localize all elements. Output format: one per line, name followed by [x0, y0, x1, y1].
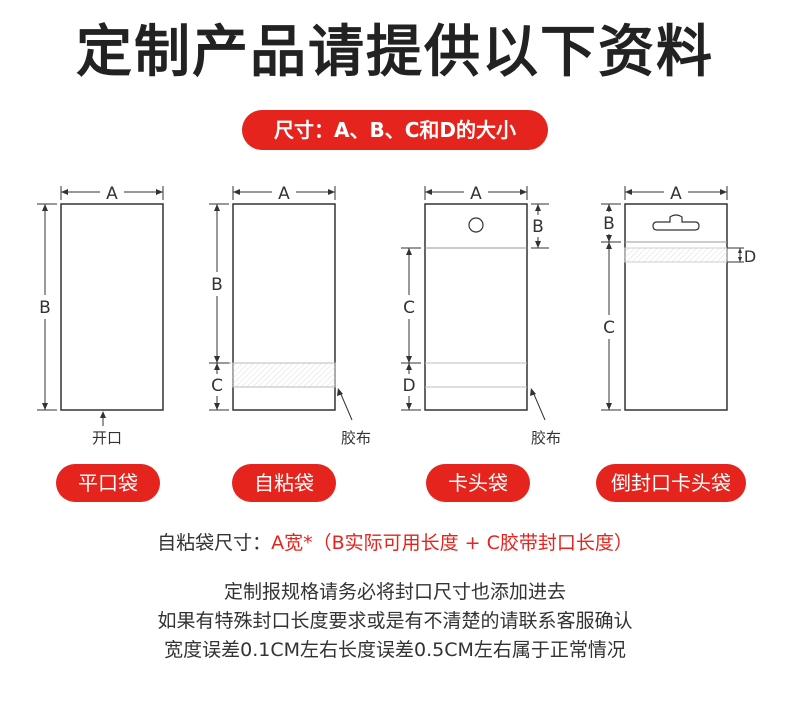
flat-bag-label-a: A [106, 184, 118, 204]
reverse-seal-header-bag-diagram: A B C D [599, 181, 756, 411]
reverse-seal-tape-area [624, 247, 728, 263]
bag-type-header-card: 卡头袋 [426, 464, 530, 502]
reverse-seal-label-d: D [744, 247, 756, 266]
flat-bag-opening-label: 开口 [92, 429, 122, 447]
note-line: 如果有特殊封口长度要求或是有不清楚的请联系客服确认 [157, 610, 633, 632]
formula-prefix: 自粘袋尺寸： [157, 532, 272, 554]
reverse-seal-label-a: A [670, 184, 682, 204]
self-seal-tape-area [232, 362, 336, 388]
note-line: 宽度误差0.1CM左右长度误差0.5CM左右属于正常情况 [164, 639, 626, 661]
header-card-label-c: C [403, 298, 415, 318]
self-seal-label-c: C [211, 376, 223, 396]
header-card-bag-diagram: A B C D 胶布 [399, 181, 561, 447]
page-title: 定制产品请提供以下资料 [76, 20, 714, 85]
self-seal-label-a: A [278, 184, 290, 204]
self-seal-tape-label: 胶布 [341, 429, 371, 447]
reverse-seal-label-b: B [603, 214, 615, 234]
bag-type-flat: 平口袋 [56, 464, 160, 502]
self-seal-size-formula: 自粘袋尺寸：A宽*（B实际可用长度 + C胶带封口长度） [0, 528, 790, 555]
header-card-label-d: D [402, 376, 415, 396]
self-seal-label-b: B [211, 275, 223, 295]
reverse-seal-bag-outline [624, 203, 728, 411]
reverse-seal-label-c: C [603, 318, 615, 338]
custom-order-notes: 定制报规格请务必将封口尺寸也添加进去 如果有特殊封口长度要求或是有不清楚的请联系… [0, 578, 790, 665]
flat-bag-outline [60, 203, 164, 411]
bag-type-self-seal: 自粘袋 [232, 464, 336, 502]
hang-hole-icon [468, 217, 484, 233]
header-card-tape-label: 胶布 [531, 429, 561, 447]
header-card-bag-outline [424, 203, 528, 411]
flat-bag-label-b: B [39, 298, 51, 318]
header-card-label-b: B [532, 217, 544, 237]
self-seal-bag-diagram: A B C 胶布 [206, 181, 371, 447]
note-line: 定制报规格请务必将封口尺寸也添加进去 [223, 581, 566, 603]
bag-type-reverse-seal-header: 倒封口卡头袋 [596, 464, 746, 502]
euro-slot-hole-icon [652, 214, 700, 231]
flat-bag-diagram: A B 开口 [34, 181, 164, 447]
formula-highlight: A宽*（B实际可用长度 + C胶带封口长度） [271, 532, 633, 554]
header-card-label-a: A [470, 184, 482, 204]
dimensions-subtitle: 尺寸：A、B、C和D的大小 [242, 110, 548, 150]
